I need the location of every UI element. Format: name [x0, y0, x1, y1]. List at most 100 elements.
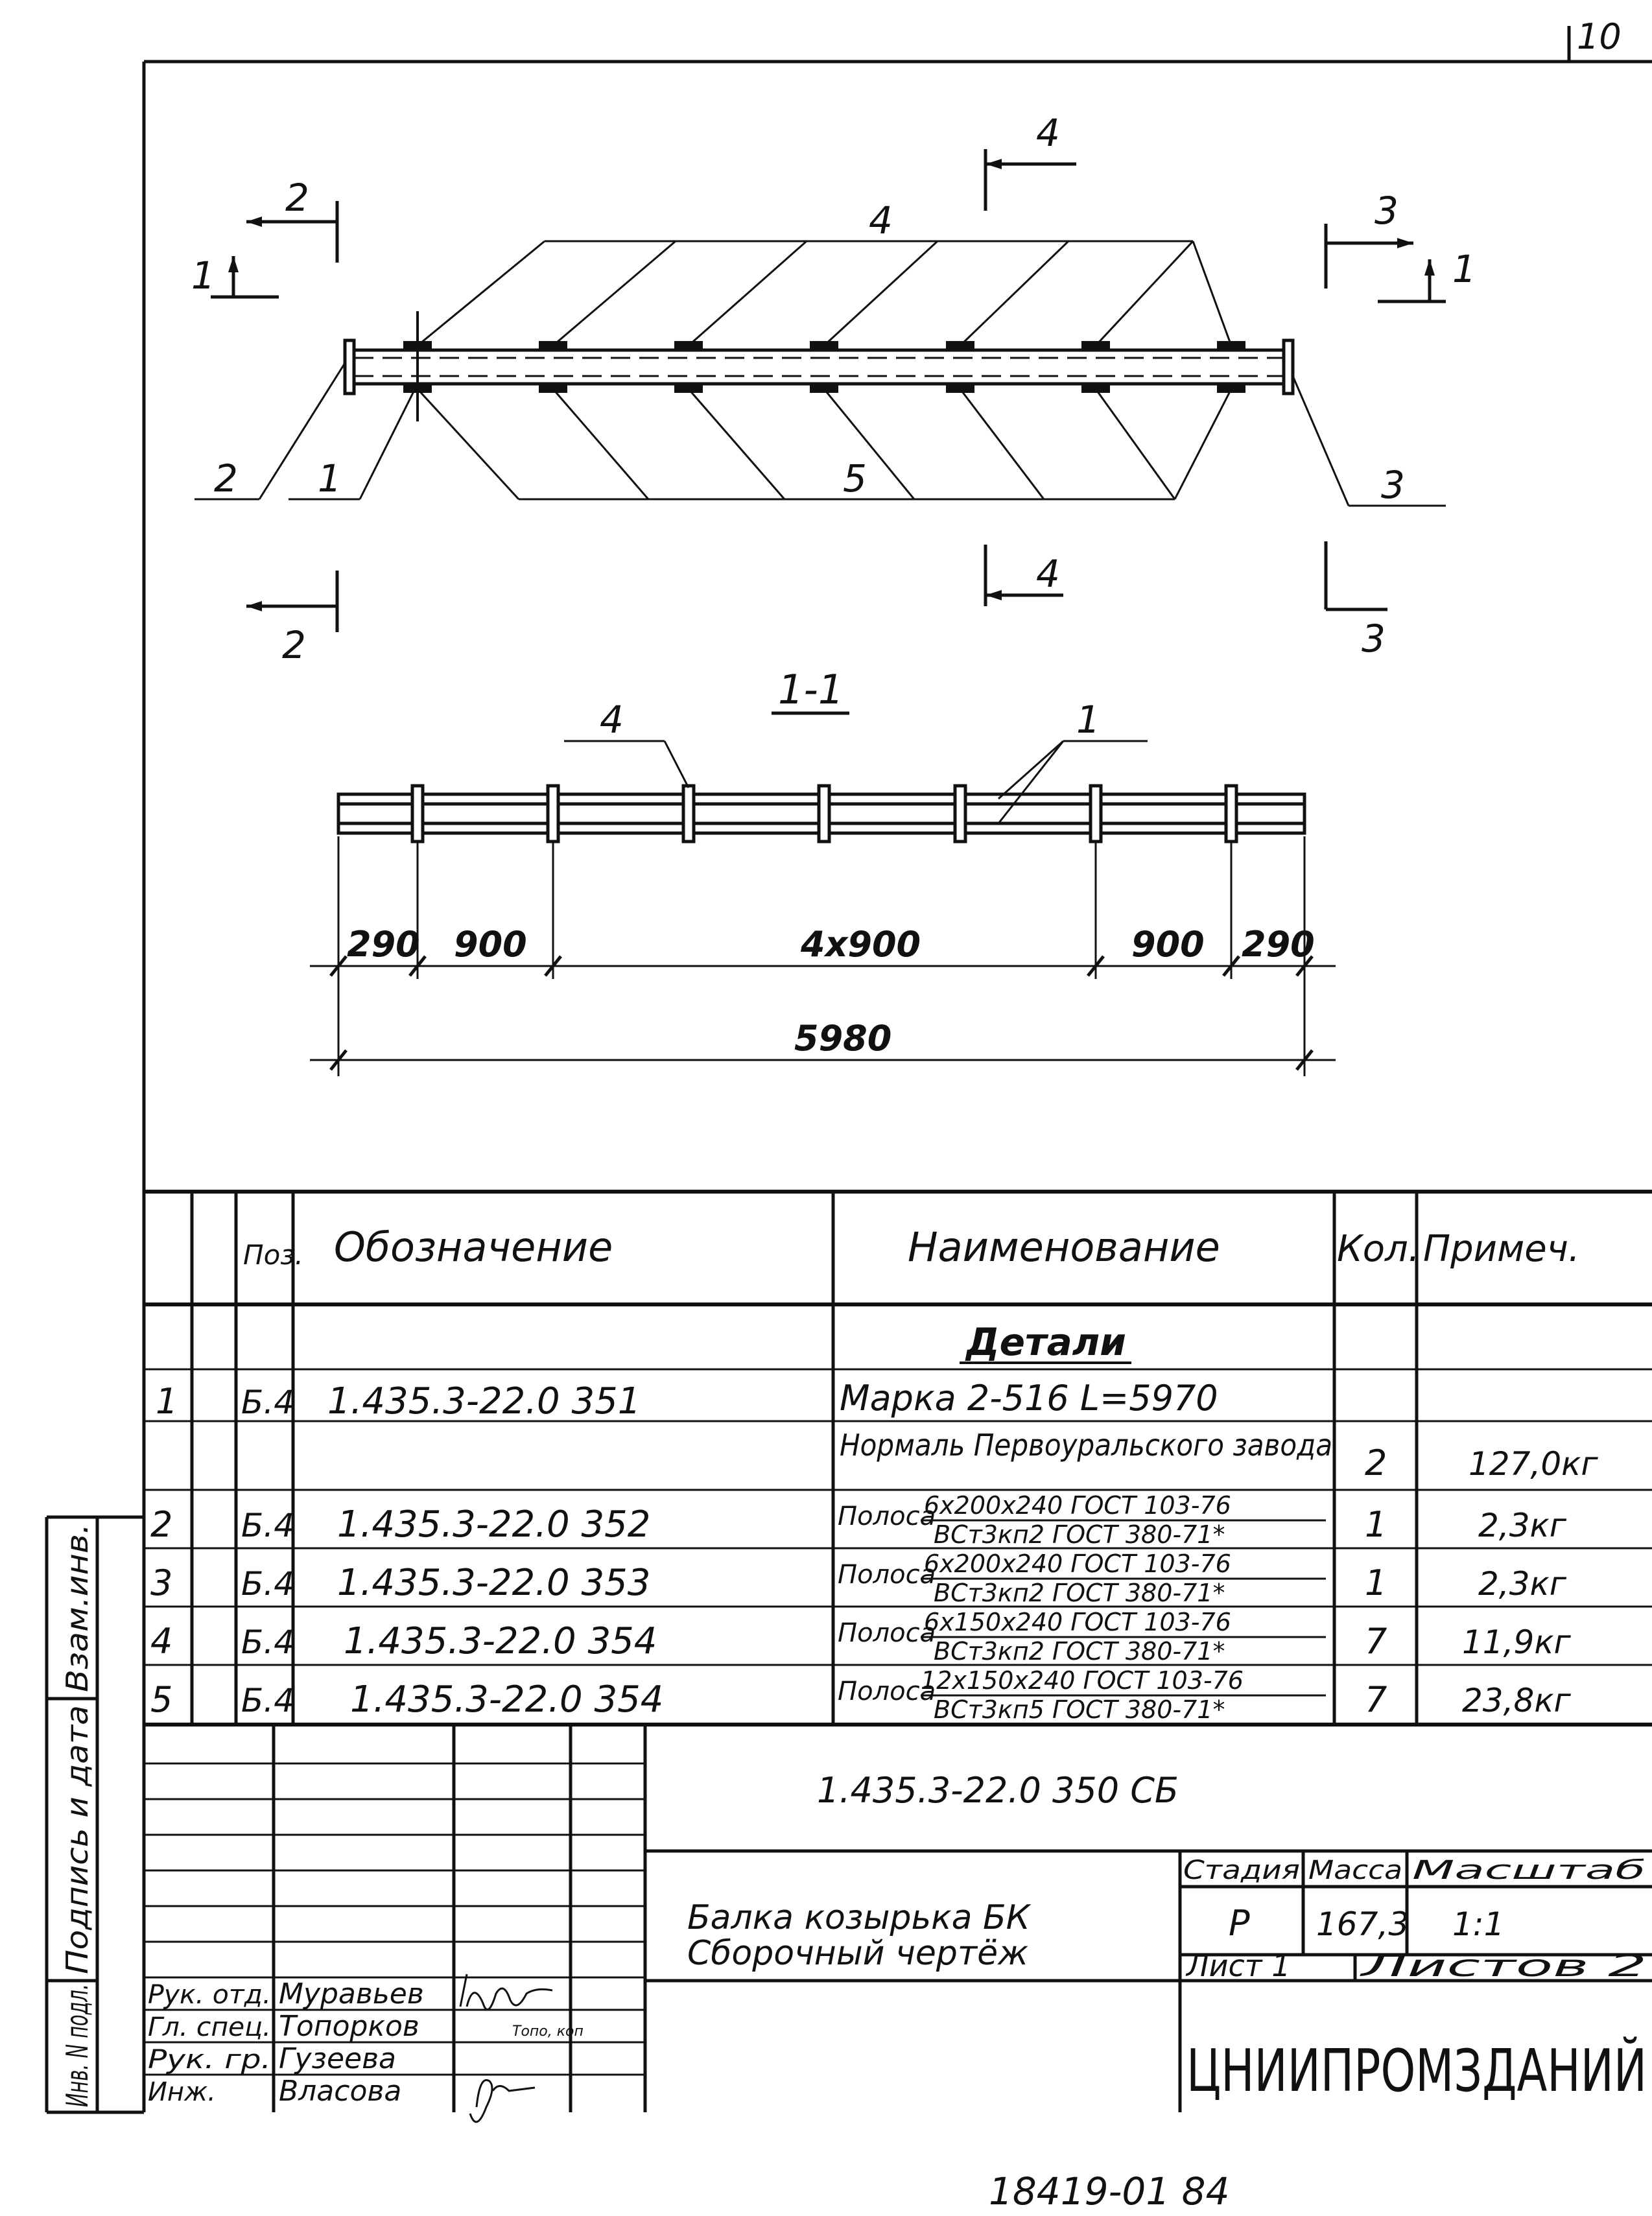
header-name: Наименование [908, 1223, 1220, 1271]
plan-plates [403, 311, 1245, 421]
dimension-lines [310, 836, 1336, 1076]
side-label-replace: Взам.инв. [60, 1524, 95, 1692]
signature-note: Топо, коп [512, 2023, 584, 2040]
svg-text:Б.4: Б.4 [241, 1682, 294, 1719]
section-stiffeners [410, 784, 1238, 843]
section-heading-details: Детали [965, 1320, 1126, 1364]
svg-text:1.435.3-22.0 352: 1.435.3-22.0 352 [337, 1503, 650, 1546]
label-stage: Стадия [1183, 1856, 1300, 1885]
leaders-5 [416, 388, 1233, 501]
svg-text:ВСт3кп5 ГОСТ 380-71*: ВСт3кп5 ГОСТ 380-71* [934, 1695, 1225, 1724]
table-row: 5 Б.4 1.435.3-22.0 354 Полоса 12х150х240… [150, 1666, 1572, 1724]
header-note: Примеч. [1423, 1228, 1580, 1270]
title-line-2: Сборочный чертёж [687, 1934, 1028, 1973]
svg-text:Власова: Власова [279, 2075, 401, 2108]
svg-text:5: 5 [150, 1679, 172, 1720]
header-pos: Поз. [243, 1239, 303, 1271]
svg-text:1.435.3-22.0 354: 1.435.3-22.0 354 [344, 1620, 657, 1662]
dim-900-left: 900 [454, 924, 527, 965]
header-qty: Кол. [1337, 1228, 1420, 1270]
svg-text:23,8кг: 23,8кг [1462, 1682, 1572, 1719]
doc-code: 1.435.3-22.0 350 СБ [817, 1770, 1179, 1811]
svg-text:Муравьев: Муравьев [279, 1977, 424, 2010]
svg-text:2: 2 [1365, 1443, 1387, 1483]
svg-text:6х200х240 ГОСТ 103-76: 6х200х240 ГОСТ 103-76 [924, 1550, 1231, 1578]
section-4-bottom: 4 [1036, 552, 1060, 596]
title-block-grid [144, 1725, 1652, 2112]
section-3-top: 3 [1375, 189, 1398, 233]
spec-table-grid [144, 1190, 1652, 1727]
svg-text:4: 4 [150, 1621, 172, 1662]
svg-text:Гузеева: Гузеева [279, 2042, 396, 2075]
svg-text:2,3кг: 2,3кг [1478, 1507, 1567, 1544]
plan-view: 4 5 2 1 3 [191, 111, 1476, 667]
table-row: 2 Б.4 1.435.3-22.0 352 Полоса 6х200х240 … [150, 1491, 1567, 1549]
svg-text:Б.4: Б.4 [241, 1565, 294, 1603]
svg-text:11,9кг: 11,9кг [1462, 1623, 1572, 1661]
label-scale: Масштаб [1412, 1856, 1646, 1885]
svg-text:1: 1 [1365, 1562, 1387, 1603]
signatures [459, 1974, 553, 2123]
svg-text:1: 1 [156, 1381, 178, 1422]
value-scale: 1:1 [1452, 1905, 1504, 1943]
section-label-4: 4 [600, 698, 624, 742]
svg-text:127,0кг: 127,0кг [1469, 1445, 1598, 1483]
corner-number: 10 [1577, 16, 1622, 57]
svg-text:7: 7 [1365, 1621, 1387, 1662]
svg-text:1.435.3-22.0 351: 1.435.3-22.0 351 [327, 1380, 641, 1422]
svg-text:1.435.3-22.0 353: 1.435.3-22.0 353 [337, 1562, 650, 1604]
organization-name: ЦНИИПРОМЗДАНИЙ [1186, 2036, 1647, 2105]
svg-text:ВСт3кп2 ГОСТ 380-71*: ВСт3кп2 ГОСТ 380-71* [934, 1637, 1225, 1666]
leaders-4 [417, 240, 1233, 347]
svg-text:12х150х240 ГОСТ 103-76: 12х150х240 ГОСТ 103-76 [921, 1666, 1244, 1695]
dim-4x900: 4x900 [800, 924, 921, 965]
value-sheet: Лист 1 [1185, 1948, 1290, 1983]
svg-text:Полоса: Полоса [838, 1618, 936, 1648]
svg-text:Полоса: Полоса [838, 1502, 936, 1531]
table-row: 1 Б.4 1.435.3-22.0 351 Марка 2-516 L=597… [156, 1378, 1218, 1422]
section-view: 1-1 4 1 [310, 666, 1336, 1076]
label-mass: Масса [1308, 1856, 1402, 1885]
header-designation: Обозначение [334, 1223, 613, 1271]
svg-text:Рук. отд.: Рук. отд. [148, 1980, 271, 2010]
svg-text:Полоса: Полоса [838, 1677, 936, 1706]
dim-290-left: 290 [347, 924, 420, 965]
svg-text:1: 1 [1365, 1504, 1387, 1545]
svg-text:Б.4: Б.4 [241, 1623, 294, 1661]
value-stage: Р [1229, 1903, 1250, 1944]
section-label-1: 1 [1076, 698, 1100, 742]
label-pos-5: 5 [843, 456, 867, 501]
svg-text:1.435.3-22.0 354: 1.435.3-22.0 354 [350, 1679, 663, 1721]
svg-text:6х150х240 ГОСТ 103-76: 6х150х240 ГОСТ 103-76 [924, 1608, 1231, 1636]
svg-text:2: 2 [150, 1504, 172, 1545]
value-mass: 167,3 [1316, 1905, 1409, 1943]
svg-text:Марка 2-516 L=5970: Марка 2-516 L=5970 [840, 1378, 1218, 1419]
svg-text:Гл. спец.: Гл. спец. [148, 2012, 271, 2042]
svg-text:Инж.: Инж. [148, 2077, 216, 2107]
table-row: Нормаль Первоуральского завода 2 127,0кг [840, 1428, 1598, 1483]
section-1-right: 1 [1452, 247, 1476, 291]
table-row: 3 Б.4 1.435.3-22.0 353 Полоса 6х200х240 … [150, 1550, 1567, 1607]
dim-290-right: 290 [1242, 924, 1315, 965]
dim-total: 5980 [794, 1018, 891, 1059]
title-line-1: Балка козырька БК [687, 1898, 1032, 1937]
label-pos-1: 1 [318, 456, 342, 501]
svg-text:Нормаль Первоуральского завода: Нормаль Первоуральского завода [840, 1428, 1332, 1463]
label-pos-2: 2 [214, 456, 238, 501]
value-sheets: Листов 2 [1359, 1948, 1647, 1983]
section-2-top: 2 [285, 176, 309, 220]
staff-list: Рук. отд. Муравьев Гл. спец. Топорков Ру… [148, 1977, 424, 2108]
section-2-bottom: 2 [282, 623, 306, 667]
sheet-frame [142, 26, 1652, 2112]
side-strip [45, 1515, 144, 2114]
svg-text:7: 7 [1365, 1679, 1387, 1720]
footer-number: 18419-01 84 [989, 2169, 1229, 2213]
label-pos-3: 3 [1381, 463, 1405, 507]
table-row: 4 Б.4 1.435.3-22.0 354 Полоса 6х150х240 … [150, 1608, 1572, 1666]
section-4-top: 4 [1036, 111, 1060, 155]
dim-900-right: 900 [1131, 924, 1205, 965]
svg-text:Рук. гр.: Рук. гр. [148, 2045, 271, 2075]
svg-text:6х200х240 ГОСТ 103-76: 6х200х240 ГОСТ 103-76 [924, 1491, 1231, 1520]
svg-text:Полоса: Полоса [838, 1560, 936, 1590]
